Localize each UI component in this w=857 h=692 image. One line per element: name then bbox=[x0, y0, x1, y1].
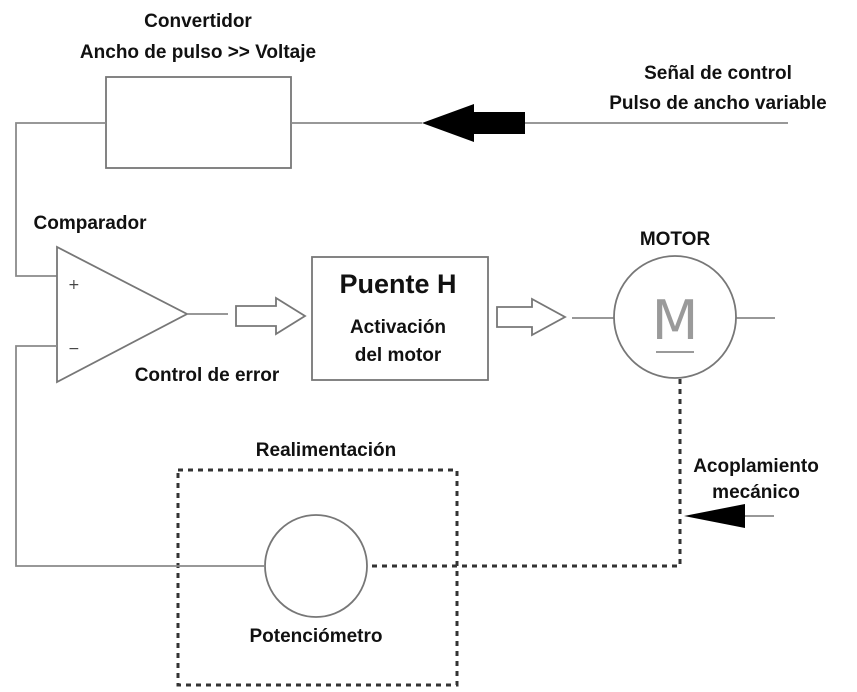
control-signal-title: Señal de control bbox=[644, 63, 792, 84]
motor-symbol bbox=[613, 255, 737, 379]
h-bridge-line1: Activación bbox=[350, 317, 446, 338]
converter-to-comparator-wire bbox=[15, 122, 106, 277]
potentiometer-symbol bbox=[264, 514, 368, 618]
coupling-label-line1: Acoplamiento bbox=[693, 456, 819, 477]
comparator-symbol bbox=[56, 245, 189, 384]
h-bridge-block bbox=[311, 256, 489, 381]
mechanical-coupling-arrow bbox=[684, 504, 745, 528]
feedback-label: Realimentación bbox=[256, 440, 396, 461]
feedback-box bbox=[176, 468, 459, 687]
error-control-label: Control de error bbox=[135, 365, 280, 386]
comparator-minus-sign: − bbox=[68, 341, 80, 357]
h-bridge-title: Puente H bbox=[339, 269, 456, 299]
error-signal-arrow bbox=[235, 296, 307, 336]
converter-title: Convertidor bbox=[144, 11, 252, 32]
control-signal-arrow bbox=[422, 104, 525, 142]
h-bridge-line2: del motor bbox=[355, 345, 442, 366]
converter-block bbox=[105, 76, 292, 169]
mechanical-coupling-line bbox=[370, 379, 682, 568]
converter-subtitle: Ancho de pulso >> Voltaje bbox=[80, 42, 316, 63]
comparator-plus-sign: + bbox=[68, 277, 80, 293]
motor-symbol-letter: M bbox=[652, 289, 699, 352]
motor-label: MOTOR bbox=[640, 229, 711, 250]
feedback-wire bbox=[15, 345, 265, 567]
potentiometer-label: Potenciómetro bbox=[249, 626, 382, 647]
comparator-label: Comparador bbox=[34, 213, 148, 234]
control-signal-subtitle: Pulso de ancho variable bbox=[609, 93, 827, 114]
drive-signal-arrow bbox=[496, 297, 567, 337]
coupling-label-line2: mecánico bbox=[712, 482, 800, 503]
